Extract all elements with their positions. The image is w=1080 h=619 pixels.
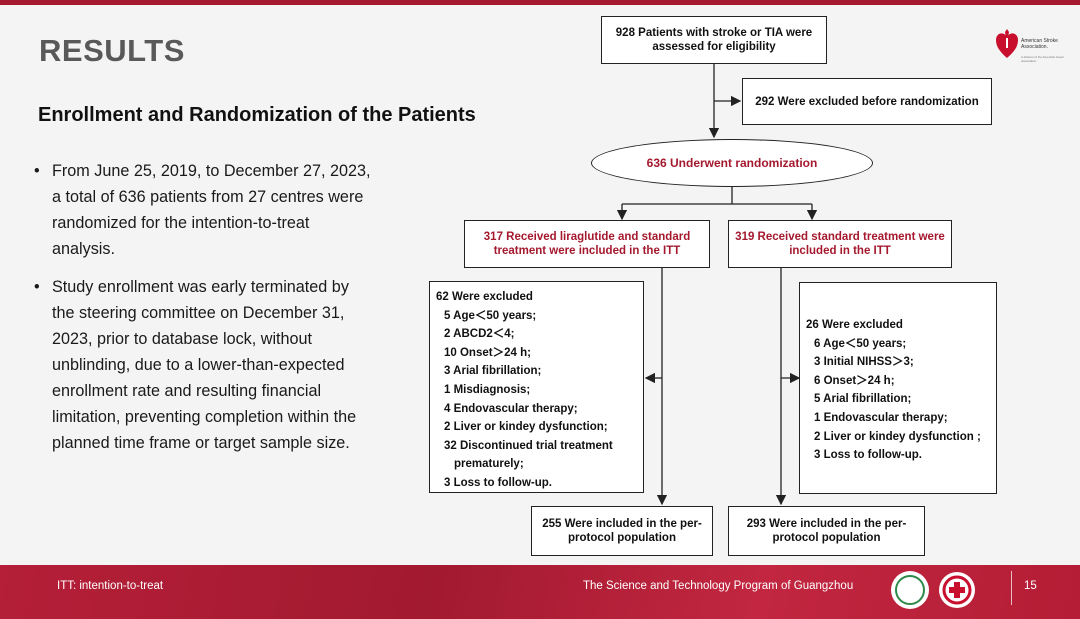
- exclusion-item: 3 Loss to follow-up.: [444, 476, 552, 489]
- arm1-text: 317 Received liraglutide and standard tr…: [483, 231, 691, 257]
- exclusion-item: 1 Endovascular therapy;: [814, 411, 948, 424]
- arm2-box: 319 Received standard treatment were inc…: [728, 220, 952, 268]
- bullet-list: • From June 25, 2019, to December 27, 20…: [34, 158, 374, 468]
- per-protocol-arm2-box: 293 Were included in the per-protocol po…: [728, 506, 925, 556]
- logo-text: American Stroke Association.: [1021, 38, 1058, 50]
- american-stroke-association-logo: American Stroke Association. A division …: [996, 29, 1066, 63]
- exclusion-item: 3 Arial fibrillation;: [444, 365, 542, 378]
- arm1-exclusions-box: 62 Were excluded 5 Age＜50 years; 2 ABCD2…: [429, 281, 644, 493]
- bullet-item: • Study enrollment was early terminated …: [34, 274, 374, 456]
- assessed-text: 928 Patients with stroke or TIA were ass…: [615, 27, 813, 53]
- footer-note: ITT: intention-to-treat: [57, 580, 164, 592]
- page-number: 15: [1024, 580, 1037, 592]
- exclusion-item: prematurely;: [454, 458, 524, 471]
- page-title: RESULTS: [39, 33, 185, 68]
- bullet-text: From June 25, 2019, to December 27, 2023…: [52, 162, 371, 258]
- footer-funding: The Science and Technology Program of Gu…: [583, 580, 854, 592]
- per-protocol-arm1-box: 255 Were included in the per-protocol po…: [531, 506, 713, 556]
- exclusion-item: 6 Onset＞24 h;: [814, 374, 895, 387]
- excluded-before-text: 292 Were excluded before randomization: [755, 95, 979, 108]
- exclusions-title: 62 Were excluded: [436, 291, 533, 303]
- exclusion-item: 4 Endovascular therapy;: [444, 402, 578, 415]
- footer-bar: ITT: intention-to-treat The Science and …: [0, 565, 1080, 619]
- exclusion-item: 3 Loss to follow-up.: [814, 449, 922, 462]
- exclusion-item: 1 Misdiagnosis;: [444, 383, 531, 396]
- footer-divider: [1011, 571, 1012, 605]
- exclusions-title: 26 Were excluded: [806, 319, 903, 331]
- per-protocol-arm2-text: 293 Were included in the per-protocol po…: [746, 518, 907, 544]
- exclusion-item: 32 Discontinued trial treatment: [444, 439, 613, 452]
- exclusion-item: 2 ABCD2＜4;: [444, 328, 515, 341]
- randomization-text: 636 Underwent randomization: [646, 156, 818, 170]
- exclusion-item: 6 Age＜50 years;: [814, 337, 907, 350]
- assessed-box: 928 Patients with stroke or TIA were ass…: [601, 16, 827, 64]
- logo-subtext: A division of the American Heart Associa…: [1021, 55, 1064, 63]
- randomization-oval: 636 Underwent randomization: [591, 139, 873, 187]
- exclusion-item: 2 Liver or kindey dysfunction ;: [814, 430, 981, 443]
- bullet-item: • From June 25, 2019, to December 27, 20…: [34, 158, 374, 262]
- heart-torch-icon: [996, 29, 1018, 58]
- bullet-dot-icon: •: [34, 278, 40, 296]
- arm2-text: 319 Received standard treatment were inc…: [735, 231, 945, 257]
- section-subtitle: Enrollment and Randomization of the Pati…: [38, 104, 476, 126]
- exclusion-item: 3 Initial NIHSS＞3;: [814, 356, 914, 369]
- exclusion-item: 5 Age＜50 years;: [444, 309, 537, 322]
- arm2-exclusions-box: 26 Were excluded 6 Age＜50 years; 3 Initi…: [799, 282, 997, 494]
- exclusion-item: 5 Arial fibrillation;: [814, 393, 912, 406]
- bullet-text: Study enrollment was early terminated by…: [52, 278, 357, 452]
- hospital-logo-icon: [939, 572, 975, 608]
- excluded-before-box: 292 Were excluded before randomization: [742, 78, 992, 125]
- per-protocol-arm1-text: 255 Were included in the per-protocol po…: [542, 518, 702, 544]
- arm1-box: 317 Received liraglutide and standard tr…: [464, 220, 710, 268]
- top-accent-bar: [0, 0, 1080, 5]
- bullet-dot-icon: •: [34, 162, 40, 180]
- exclusion-item: 10 Onset＞24 h;: [444, 346, 531, 359]
- exclusion-item: 2 Liver or kindey dysfunction;: [444, 421, 608, 434]
- university-seal-icon: [891, 571, 929, 609]
